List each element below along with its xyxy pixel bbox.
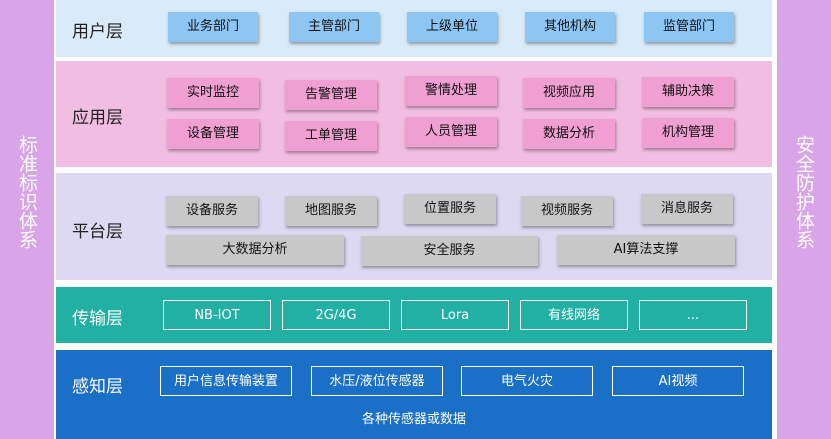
platform-item-map: 地图服务	[285, 196, 377, 226]
platform-item-security: 安全服务	[361, 236, 538, 266]
app-item-incident: 警情处理	[405, 76, 497, 106]
platform-item-device: 设备服务	[166, 196, 258, 226]
app-item-personnel: 人员管理	[405, 117, 497, 147]
user-layer: 用户层 业务部门 主管部门 上级单位 其他机构 监管部门	[56, 0, 772, 57]
standard-system-bar: 标准标识体系	[0, 0, 54, 439]
user-item-regulator: 监管部门	[644, 12, 734, 42]
platform-layer: 平台层 设备服务 地图服务 位置服务 视频服务 消息服务 大数据分析 安全服务 …	[56, 173, 772, 280]
security-system-bar: 安全防护体系	[777, 0, 831, 439]
transport-item-more: ...	[639, 300, 747, 330]
app-item-video: 视频应用	[523, 78, 615, 108]
app-item-analysis: 数据分析	[523, 119, 615, 149]
user-item-business: 业务部门	[168, 12, 258, 42]
user-layer-title: 用户层	[72, 22, 123, 42]
sensing-item-pressure: 水压/液位传感器	[311, 366, 443, 396]
transport-item-lora: Lora	[401, 300, 509, 330]
user-item-superior: 上级单位	[407, 12, 497, 42]
application-layer: 应用层 实时监控 告警管理 警情处理 视频应用 辅助决策 设备管理 工单管理 人…	[56, 61, 772, 167]
app-item-org: 机构管理	[642, 118, 734, 148]
transport-item-wired: 有线网络	[520, 300, 628, 330]
platform-item-message: 消息服务	[641, 194, 733, 224]
app-item-decision: 辅助决策	[642, 77, 734, 107]
app-item-workorder: 工单管理	[285, 121, 377, 151]
transport-item-nbiot: NB-IOT	[163, 300, 271, 330]
sensing-item-electrical-fire: 电气火灾	[461, 366, 593, 396]
platform-item-location: 位置服务	[404, 194, 496, 224]
app-item-alarm: 告警管理	[285, 80, 377, 110]
app-item-device: 设备管理	[167, 119, 259, 149]
standard-system-label: 标准标识体系	[16, 135, 38, 249]
sensing-layer: 感知层 用户信息传输装置 水压/液位传感器 电气火灾 AI视频 各种传感器或数据	[56, 350, 772, 439]
transport-layer-title: 传输层	[72, 309, 123, 329]
app-item-monitor: 实时监控	[167, 78, 259, 108]
user-item-other: 其他机构	[525, 12, 615, 42]
security-system-label: 安全防护体系	[793, 135, 815, 249]
transport-item-2g4g: 2G/4G	[282, 300, 390, 330]
platform-layer-title: 平台层	[72, 222, 123, 242]
platform-item-bigdata: 大数据分析	[166, 235, 344, 265]
sensing-caption: 各种传感器或数据	[361, 412, 466, 427]
user-item-supervisor: 主管部门	[289, 12, 379, 42]
platform-item-video: 视频服务	[521, 196, 613, 226]
sensing-item-transmitter: 用户信息传输装置	[160, 366, 292, 396]
sensing-layer-title: 感知层	[72, 377, 123, 397]
transport-layer: 传输层 NB-IOT 2G/4G Lora 有线网络 ...	[56, 287, 772, 343]
sensing-item-ai-video: AI视频	[612, 366, 744, 396]
application-layer-title: 应用层	[72, 108, 123, 128]
platform-item-ai: AI算法支撑	[557, 235, 735, 265]
